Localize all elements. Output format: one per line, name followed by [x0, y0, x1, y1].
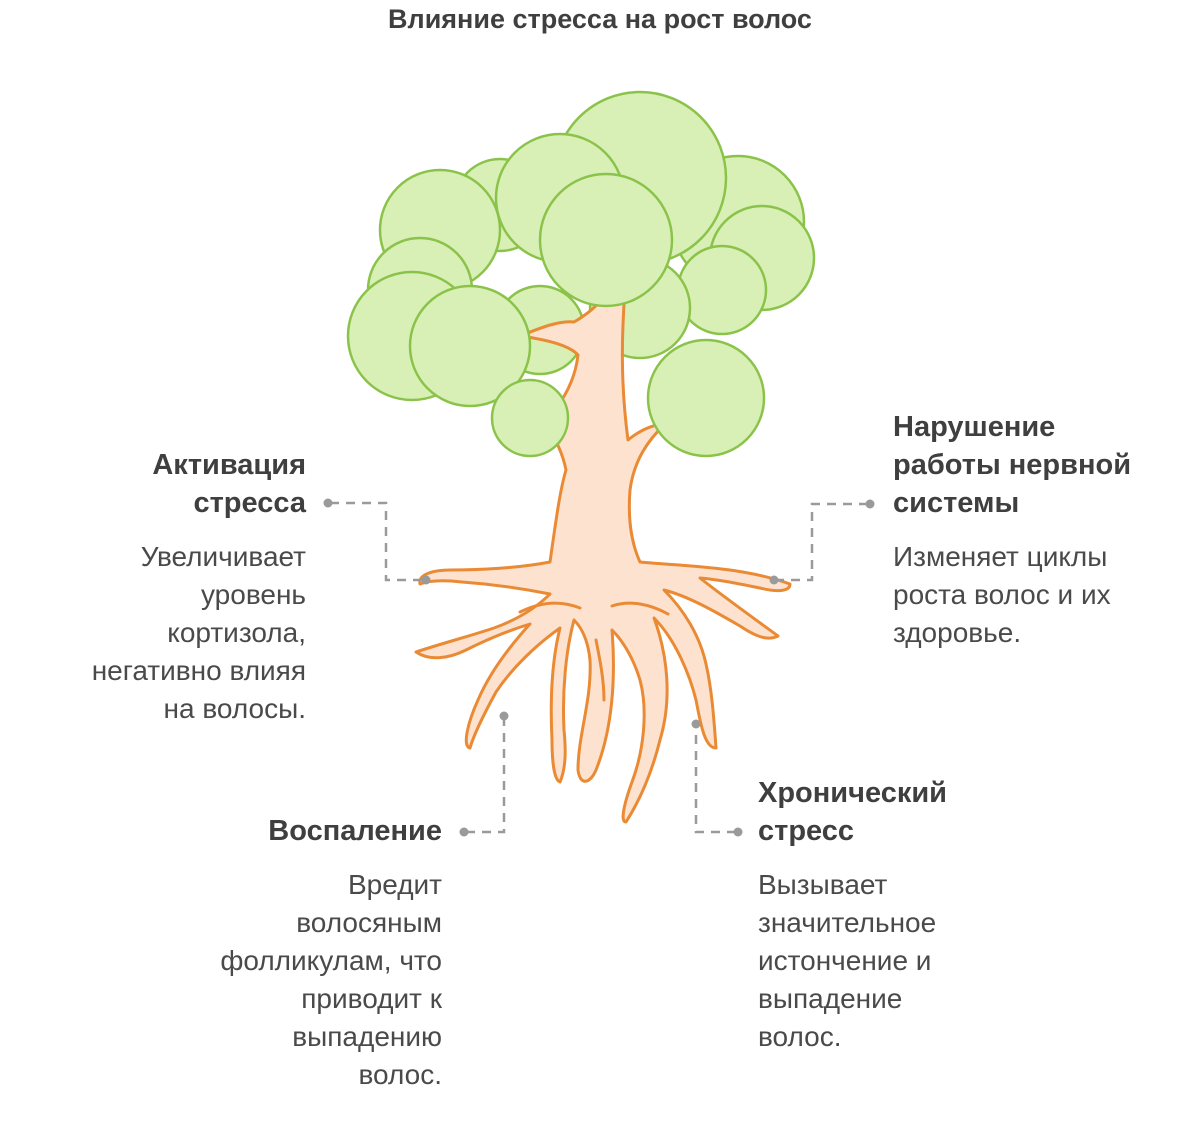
label-nervous-system: Нарушение работы нервной системы Изменяе…	[893, 408, 1183, 652]
connector-dots	[323, 498, 875, 837]
label-title: Хронический стресс	[758, 777, 947, 847]
label-description: Увеличивает уровень кортизола, негативно…	[91, 541, 306, 724]
label-description: Изменяет циклы роста волос и их здоровье…	[893, 541, 1111, 648]
connector-chronic	[694, 724, 736, 834]
connectors	[330, 501, 868, 834]
label-description: Вредит волосяным фолликулам, что приводи…	[220, 869, 442, 1090]
connector-activation	[330, 501, 426, 582]
label-inflammation: Воспаление Вредит волосяным фолликулам, …	[150, 812, 442, 1094]
connector-nervous	[774, 502, 868, 582]
foliage-front	[346, 90, 766, 458]
label-title: Активация стресса	[152, 449, 306, 519]
label-title: Воспаление	[268, 815, 442, 847]
label-stress-activation: Активация стресса Увеличивает уровень ко…	[20, 446, 306, 728]
label-description: Вызывает значительное истончение и выпад…	[758, 869, 937, 1052]
diagram-title: Влияние стресса на рост волос	[388, 4, 812, 34]
connector-inflammation	[466, 716, 506, 834]
label-chronic-stress: Хронический стресс Вызывает значительное…	[758, 774, 1048, 1056]
label-title: Нарушение работы нервной системы	[893, 411, 1132, 519]
tree-trunk-roots	[414, 288, 792, 824]
